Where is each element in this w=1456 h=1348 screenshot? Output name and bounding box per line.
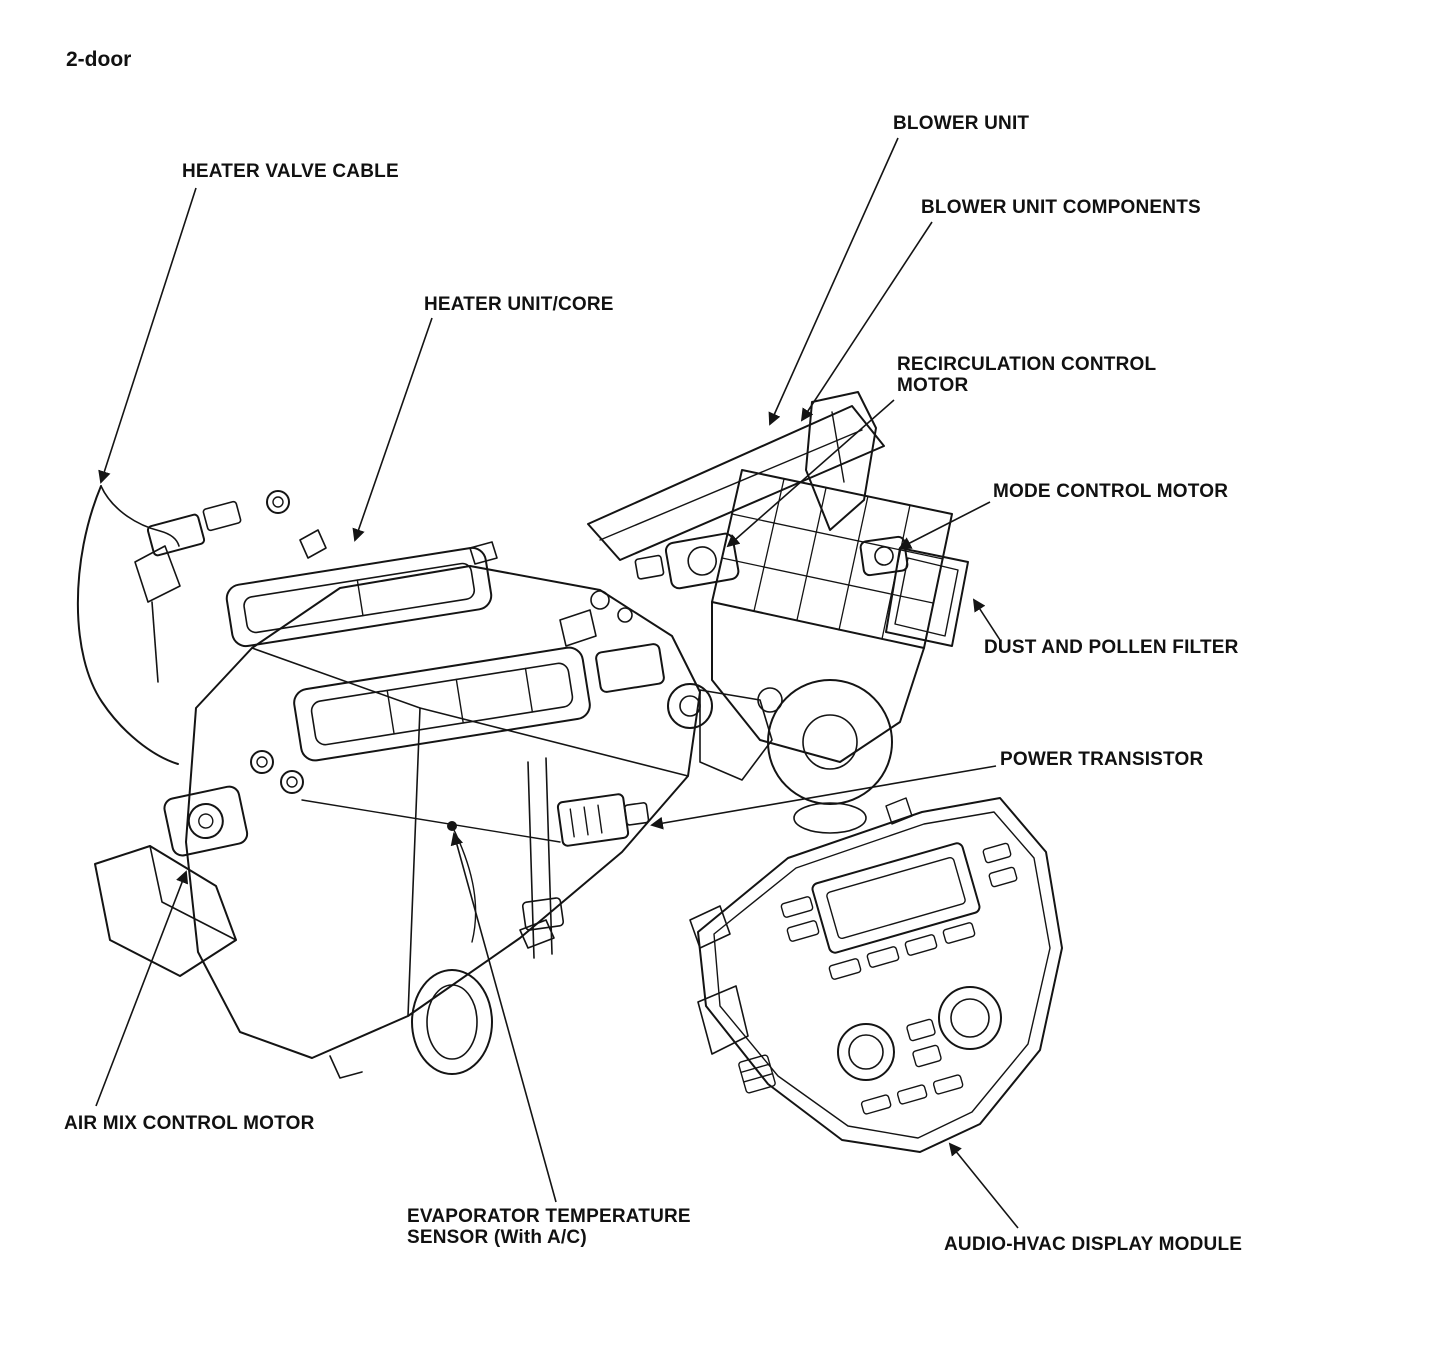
heater-top-opening-front [293, 646, 591, 762]
display-screen-part [811, 842, 981, 954]
air-mix-motor-part [163, 785, 249, 857]
callout-mode-control-motor: MODE CONTROL MOTOR [993, 481, 1229, 502]
mode-motor-part [859, 535, 909, 577]
callout-audio-hvac-display-module: AUDIO-HVAC DISPLAY MODULE [944, 1234, 1243, 1255]
panel-knob-right-part [938, 986, 1002, 1050]
leader-mode-control-motor [898, 501, 991, 549]
blower-motor-part [767, 679, 893, 805]
recirculation-door-part [805, 391, 877, 531]
callout-air-mix-control-motor: AIR MIX CONTROL MOTOR [64, 1113, 315, 1134]
callout-blower-unit: BLOWER UNIT [893, 113, 1030, 134]
leader-audio-hvac-display-module [948, 1142, 1019, 1229]
leader-lines [95, 137, 1019, 1229]
callout-heater-unit-core: HEATER UNIT/CORE [424, 294, 614, 315]
leader-heater-valve-cable [98, 187, 197, 484]
leader-dust-and-pollen-filter [972, 598, 1001, 641]
dust-pollen-filter-part [885, 547, 969, 647]
leader-heater-unit-core [352, 317, 433, 542]
callout-power-transistor: POWER TRANSISTOR [1000, 749, 1204, 770]
panel-buttons-part [780, 842, 1018, 1115]
leader-power-transistor [650, 765, 997, 830]
callout-dust-and-pollen-filter: DUST AND POLLEN FILTER [984, 637, 1239, 658]
recirculation-motor-part [634, 532, 740, 590]
intake-grille-part [711, 469, 953, 649]
heater-unit-drawing [185, 529, 713, 1079]
heater-left-parts-drawing [76, 485, 290, 977]
callout-blower-unit-components: BLOWER UNIT COMPONENTS [921, 197, 1201, 218]
callout-recirculation-control-motor: RECIRCULATION CONTROL MOTOR [897, 354, 1157, 396]
power-transistor-part [556, 793, 650, 847]
heater-top-opening-rear [225, 546, 493, 648]
callout-heater-valve-cable: HEATER VALVE CABLE [182, 161, 399, 182]
panel-knob-left-part [837, 1023, 895, 1081]
leader-evaporator-temperature-sensor [450, 832, 557, 1203]
heater-valve-cable-part [76, 485, 179, 765]
leader-air-mix-control-motor [95, 870, 189, 1107]
leader-blower-unit-components [800, 221, 933, 422]
callout-evaporator-temperature-sensor: EVAPORATOR TEMPERATURE SENSOR (With A/C) [407, 1206, 691, 1248]
leader-blower-unit [768, 137, 899, 426]
blower-unit-drawing [587, 391, 969, 834]
audio-hvac-module-drawing [689, 797, 1063, 1153]
variant-label: 2-door [66, 48, 132, 71]
